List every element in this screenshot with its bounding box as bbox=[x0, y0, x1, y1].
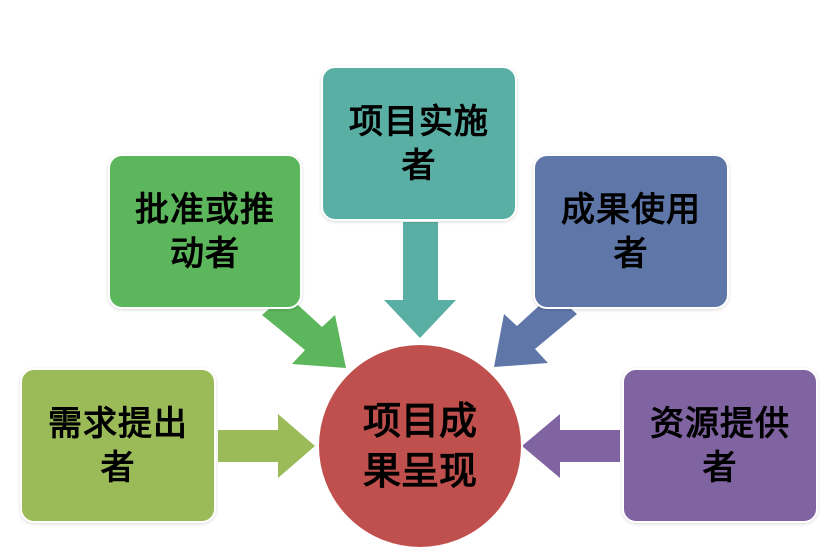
node-approver-label: 批准或推动者 bbox=[135, 189, 275, 274]
center-node: 项目成果呈现 bbox=[317, 343, 523, 549]
node-user: 成果使用者 bbox=[533, 154, 729, 309]
arrow-implementer bbox=[384, 222, 456, 338]
node-approver: 批准或推动者 bbox=[108, 154, 302, 309]
arrow-provider bbox=[522, 414, 620, 478]
node-requester-label: 需求提出者 bbox=[48, 403, 188, 488]
arrow-user bbox=[494, 293, 577, 367]
center-node-label: 项目成果呈现 bbox=[362, 399, 477, 493]
node-implementer: 项目实施者 bbox=[321, 66, 517, 221]
node-implementer-label: 项目实施者 bbox=[349, 101, 489, 186]
node-user-label: 成果使用者 bbox=[561, 189, 701, 274]
arrow-requester bbox=[218, 414, 315, 478]
node-provider: 资源提供者 bbox=[622, 368, 818, 523]
node-provider-label: 资源提供者 bbox=[650, 403, 790, 488]
node-requester: 需求提出者 bbox=[20, 368, 216, 523]
arrow-approver bbox=[262, 294, 346, 368]
